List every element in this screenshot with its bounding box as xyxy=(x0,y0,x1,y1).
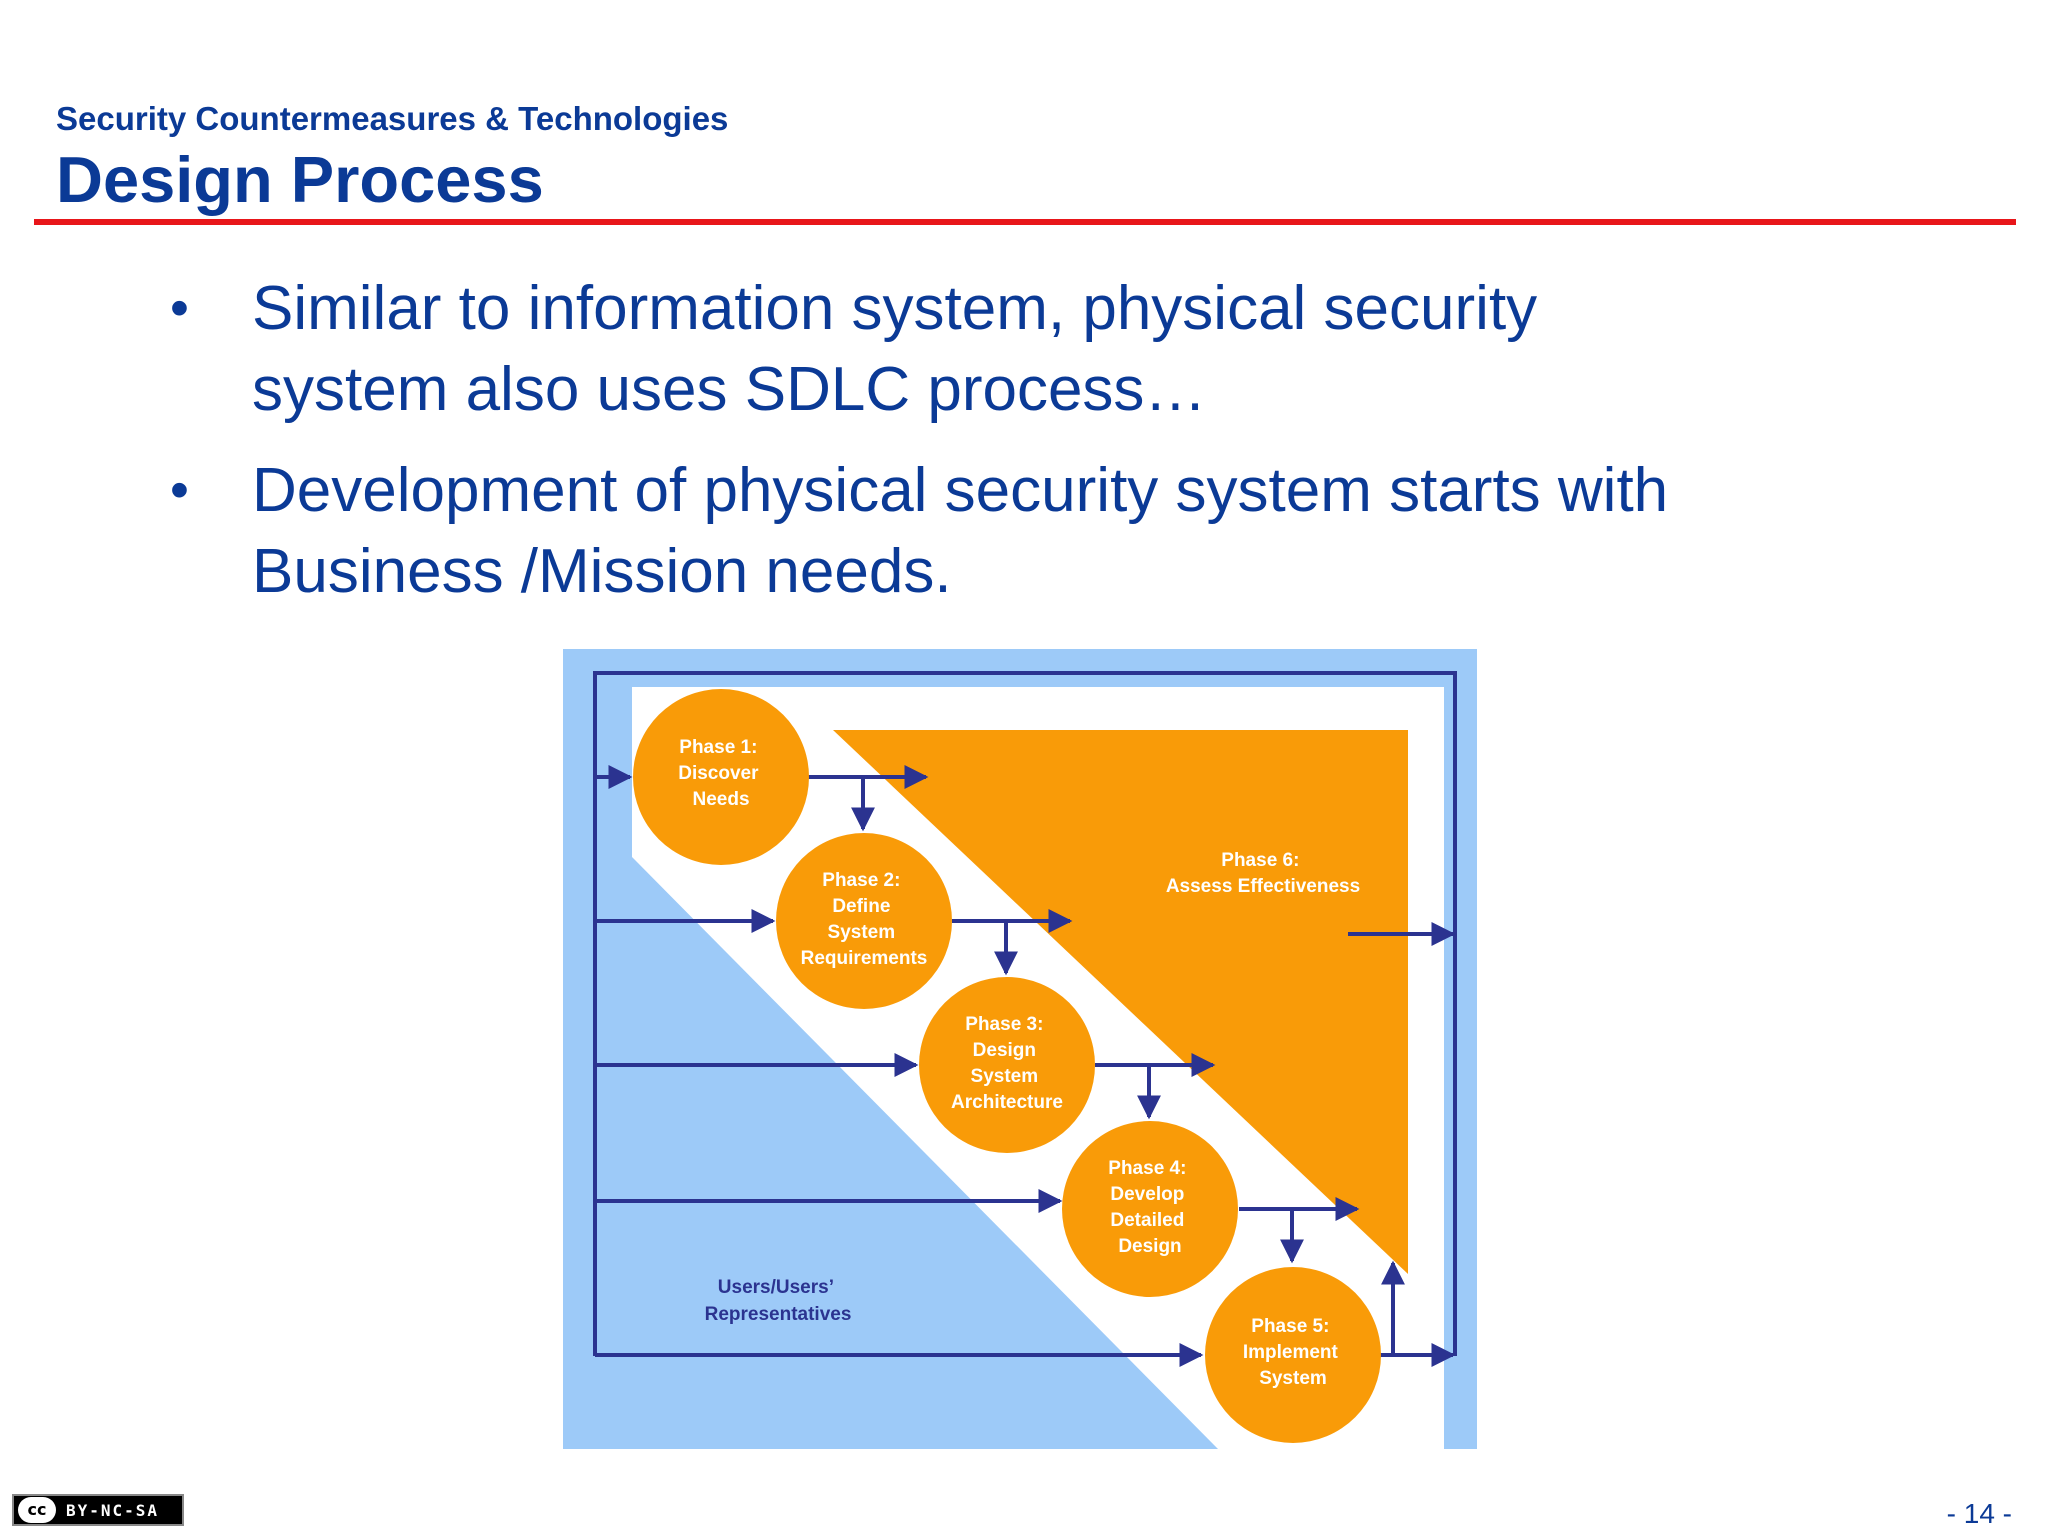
phase3-label-line: Phase 3: xyxy=(965,1014,1043,1035)
phase5-label-line: Phase 5: xyxy=(1251,1316,1329,1337)
bullet-item: • Similar to information system, physica… xyxy=(170,268,1870,430)
bullet-marker: • xyxy=(170,278,189,338)
phase1-label: Phase 1: Discover Needs xyxy=(678,737,764,810)
phase2-label: Phase 2: Define System Requirements xyxy=(801,870,928,969)
bullet-list: • Similar to information system, physica… xyxy=(170,268,1870,632)
phase3-label-line: System xyxy=(971,1066,1039,1087)
sdlc-diagram: Phase 1: Discover Needs Phase 2: Define … xyxy=(563,649,1477,1449)
cc-icon: cc xyxy=(18,1497,56,1523)
phase4-label-line: Detailed xyxy=(1110,1210,1184,1231)
bullet-item: • Development of physical security syste… xyxy=(170,450,1870,612)
phase1-label-line: Needs xyxy=(692,789,749,810)
bullet-marker: • xyxy=(170,460,189,520)
bullet-line: Similar to information system, physical … xyxy=(252,274,1538,343)
phase6-label: Phase 6: Assess Effectiveness xyxy=(1166,850,1360,897)
phase3-label: Phase 3: Design System Architecture xyxy=(951,1014,1063,1113)
bullet-line: Business /Mission needs. xyxy=(252,537,952,606)
users-label-line: Representatives xyxy=(705,1304,852,1325)
phase4-label: Phase 4: Develop Detailed Design xyxy=(1108,1158,1191,1257)
phase4-label-line: Develop xyxy=(1110,1184,1184,1205)
title-divider xyxy=(34,219,2016,225)
phase5-label-line: System xyxy=(1259,1368,1327,1389)
phase3-circle xyxy=(919,977,1095,1153)
phase2-label-line: Define xyxy=(832,896,890,917)
phase4-label-line: Design xyxy=(1118,1236,1181,1257)
users-label: Users/Users’ Representatives xyxy=(705,1277,852,1325)
users-label-line: Users/Users’ xyxy=(718,1277,833,1298)
phase5-label-line: Implement xyxy=(1243,1342,1339,1363)
phase1-circle xyxy=(633,689,809,865)
phase1-label-line: Phase 1: xyxy=(679,737,757,758)
phase5-circle xyxy=(1205,1267,1381,1443)
users-region xyxy=(632,857,1218,1449)
cc-license-text: BY-NC-SA xyxy=(66,1500,160,1520)
phase3-label-line: Architecture xyxy=(951,1092,1063,1113)
phase4-circle xyxy=(1062,1121,1238,1297)
phase6-label-line: Phase 6: xyxy=(1221,850,1299,871)
phase4-label-line: Phase 4: xyxy=(1108,1158,1186,1179)
phase2-circle xyxy=(776,833,952,1009)
phase3-label-line: Design xyxy=(973,1040,1036,1061)
phase2-label-line: Requirements xyxy=(801,948,928,969)
phase6-label-line: Assess Effectiveness xyxy=(1166,876,1360,897)
page-number: - 14 - xyxy=(1946,1498,2012,1529)
cc-license-badge: cc BY-NC-SA xyxy=(12,1494,184,1526)
phase2-label-line: System xyxy=(828,922,896,943)
phase1-label-line: Discover xyxy=(678,763,759,784)
phase2-label-line: Phase 2: xyxy=(822,870,900,891)
phase6-region xyxy=(833,730,1408,1274)
bullet-line: system also uses SDLC process… xyxy=(252,355,1207,424)
bullet-line: Development of physical security system … xyxy=(252,456,1669,525)
feedback-loop-line xyxy=(593,671,1457,1356)
slide-title: Design Process xyxy=(56,143,544,216)
phase5-label: Phase 5: Implement System xyxy=(1243,1316,1343,1389)
slide-subtitle: Security Countermeasures & Technologies xyxy=(56,100,729,137)
